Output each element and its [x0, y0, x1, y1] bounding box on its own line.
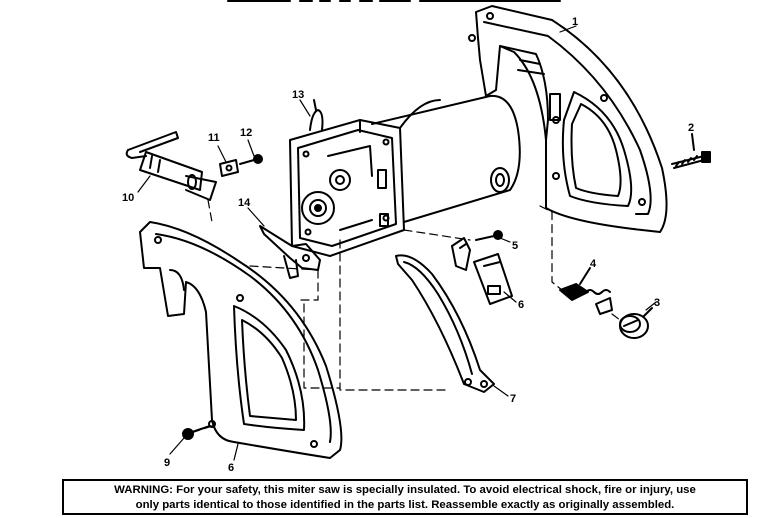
callout-5: 5 — [512, 240, 518, 252]
screw-part-9 — [182, 425, 211, 440]
warning-line-1: WARNING: For your safety, this miter saw… — [114, 484, 696, 496]
callout-1: 1 — [572, 16, 578, 28]
brush-cover-part-6 — [473, 253, 513, 305]
callout-4: 4 — [590, 258, 597, 270]
screw-part-2 — [671, 133, 711, 169]
assembly-lines — [187, 199, 621, 435]
leader-lines — [137, 25, 657, 461]
warning-line-2: only parts identical to those identified… — [135, 499, 675, 511]
brush-cap-part-3 — [619, 307, 653, 339]
washer-part-11 — [219, 159, 239, 177]
terminal-bracket — [451, 237, 471, 271]
right-handle-half — [468, 5, 668, 233]
carbon-brush-part-4 — [559, 267, 613, 315]
callout-10: 10 — [122, 192, 134, 204]
left-handle-half — [139, 221, 343, 459]
callout-11: 11 — [208, 132, 220, 144]
brush-plate-part-7 — [395, 254, 495, 393]
screw-part-5 — [475, 230, 503, 241]
callout-3: 3 — [654, 297, 660, 309]
callout-6-handle: 6 — [228, 462, 234, 474]
callout-6-brush-cover: 6 — [518, 299, 524, 311]
screw-part-12 — [239, 154, 263, 165]
motor-part-13 — [289, 94, 521, 257]
callout-2: 2 — [688, 122, 694, 134]
callout-12: 12 — [240, 127, 252, 139]
callout-7: 7 — [510, 393, 516, 405]
callout-13: 13 — [292, 89, 304, 101]
callout-14: 14 — [238, 197, 251, 209]
callout-9: 9 — [164, 457, 170, 469]
lock-pin-part-10 — [125, 131, 217, 201]
callout-labels: 1 2 3 4 5 6 6 7 9 10 11 12 13 14 — [122, 16, 694, 474]
warning-notice: WARNING: For your safety, this miter saw… — [62, 479, 748, 515]
